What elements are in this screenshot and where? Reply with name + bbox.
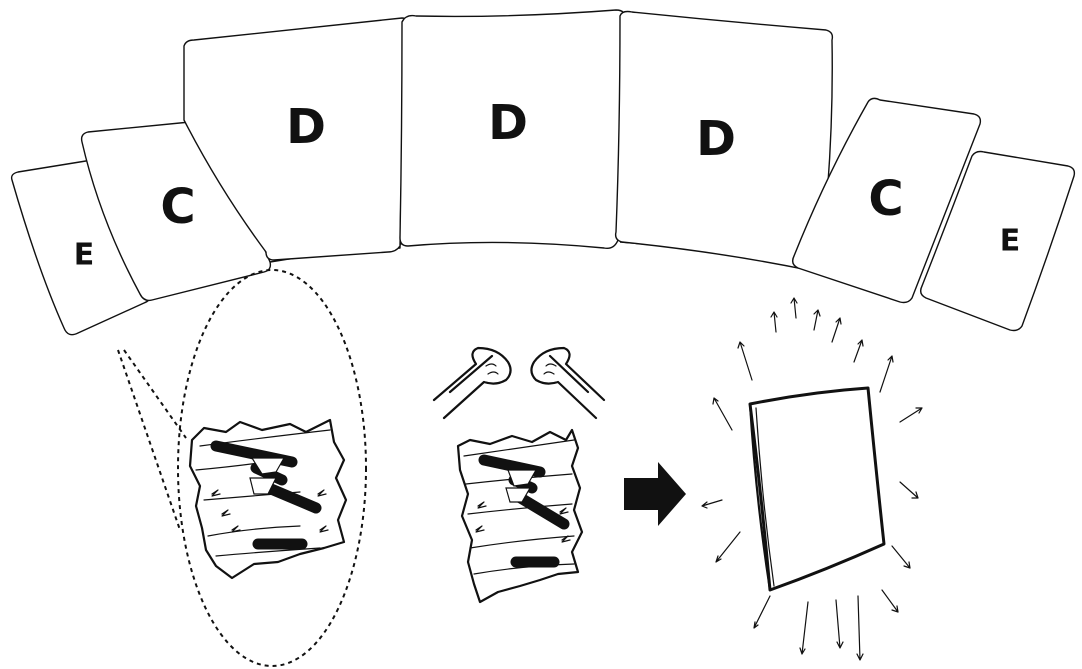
unpack-step [432,346,606,604]
cushion-label: C [160,179,195,235]
cushion-label: E [1000,224,1021,259]
cushion-right-e: E [919,150,1076,332]
cushion-right-c: C [791,97,982,304]
cushion-row: E C D D D C E [10,9,1076,336]
compressed-cushion-detail [117,269,367,667]
hands-pulling-icon [432,346,606,420]
callout-line [123,349,187,439]
arrow-right-icon [624,462,686,526]
callout-line [117,349,181,531]
zoom-oval [177,269,367,667]
cushion-label: D [286,99,326,155]
cushion-center-d: D [399,9,627,250]
compressed-cushion-icon [456,428,584,604]
expansion-burst [701,297,923,661]
cushion-center-right-d: D [614,10,834,272]
fluffed-cushion-icon [701,297,923,661]
compressed-cushion-icon [188,418,348,580]
cushion-center-left-d: D [183,17,408,261]
cushion-label: C [868,171,903,227]
cushion-label: D [696,111,736,167]
cushion-label: E [74,238,95,273]
cushion-label: D [488,95,528,151]
